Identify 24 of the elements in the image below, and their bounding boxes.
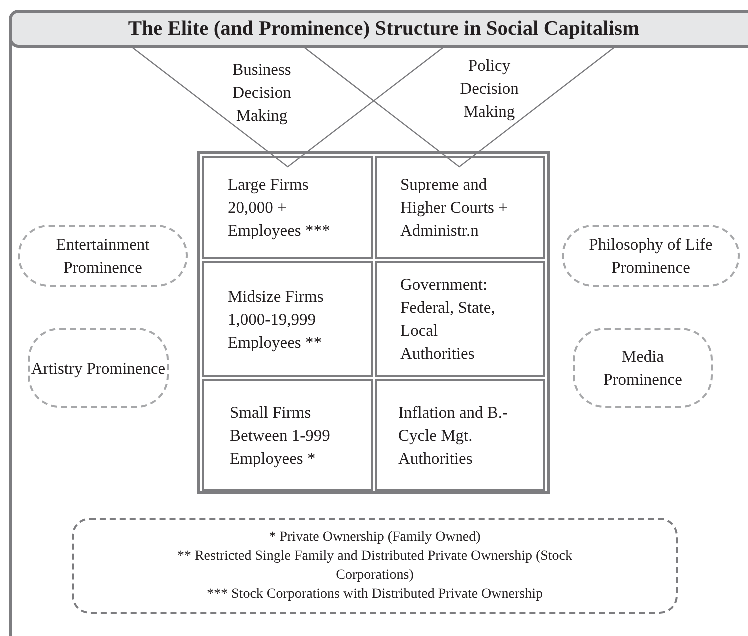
cell-text: Small Firms Between 1-999 Employees * xyxy=(230,402,332,470)
table-frame xyxy=(197,151,550,494)
cell-text: Inflation and B.-Cycle Mgt. Authorities xyxy=(398,402,510,470)
footnote: ** Restricted Single Family and Distributed Private Ownership (Stock Corporations) xyxy=(176,548,574,585)
cell-text: Large Firms 20,000 + Employees *** xyxy=(228,174,332,242)
footnote: *** Stock Corporations with Distributed Private Ownership xyxy=(207,586,543,604)
oval-label: Philosophy of Life Prominence xyxy=(588,234,714,279)
footnote: * Private Ownership (Family Owned) xyxy=(269,529,481,547)
triangle-label: Policy Decision Making xyxy=(459,55,520,123)
cell-text: Supreme and Higher Courts + Administr.n xyxy=(400,174,509,242)
triangle-label: Business Decision Making xyxy=(232,59,292,127)
cell-text: Government: Federal, State, Local Authorities xyxy=(400,274,496,365)
table-cell xyxy=(202,261,372,377)
table-cell xyxy=(374,261,545,377)
diagram-title: The Elite (and Prominence) Structure in Social Capitalism xyxy=(127,18,641,40)
oval-label: Entertainment Prominence xyxy=(55,234,151,279)
table-cell xyxy=(374,379,545,491)
table-cell xyxy=(202,156,372,259)
cell-text: Midsize Firms 1,000-19,999 Employees ** xyxy=(228,286,325,354)
table-cell xyxy=(374,156,545,259)
footnote-box xyxy=(72,518,678,614)
table-cell xyxy=(202,379,372,491)
oval-label: Media Prominence xyxy=(602,346,684,391)
oval-label: Artistry Prominence xyxy=(31,358,166,380)
